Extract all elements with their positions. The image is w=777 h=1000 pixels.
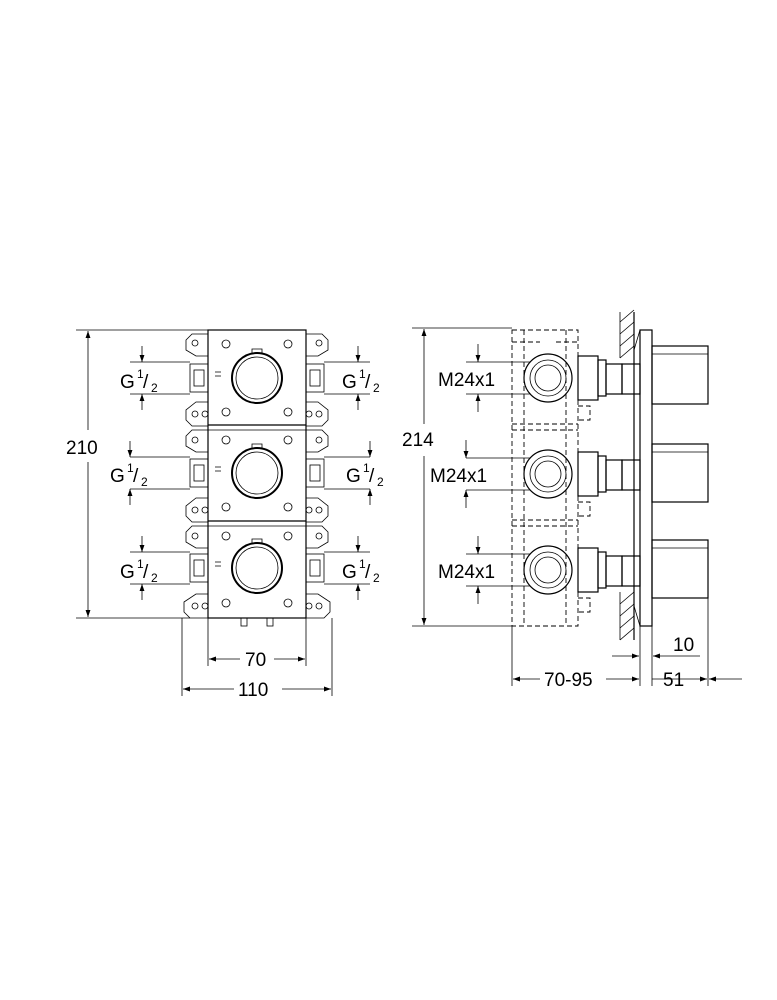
outlet-fitting-middle — [523, 449, 573, 499]
svg-text:1: 1 — [363, 461, 370, 475]
thread-label-left-middle: G 1 / 2 — [110, 461, 148, 489]
side-height-label: 214 — [402, 430, 434, 451]
svg-text:/: / — [369, 466, 375, 487]
thread-label-right-bottom: G 1 / 2 — [342, 557, 380, 585]
svg-text:2: 2 — [373, 571, 380, 585]
svg-text:1: 1 — [137, 557, 144, 571]
valve-stem-middle — [577, 451, 641, 497]
outlet-thread-label-bottom: M24x1 — [438, 562, 495, 583]
svg-text:2: 2 — [377, 475, 384, 489]
front-view: G 1 / 2 G 1 / 2 G 1 / 2 G 1 / 2 G 1 / 2 — [66, 329, 384, 701]
hidden-box-outline — [511, 329, 591, 627]
thread-label-right-top: G 1 / 2 — [342, 367, 380, 395]
wall-section — [619, 309, 635, 641]
handle-middle — [651, 443, 709, 503]
dimension-width-110: 110 — [181, 618, 333, 701]
cover-plate — [639, 329, 653, 627]
depth-label: 70-95 — [544, 670, 593, 691]
svg-text:G: G — [120, 562, 135, 583]
outlet-fitting-bottom — [523, 545, 573, 595]
svg-text:/: / — [143, 372, 149, 393]
svg-text:/: / — [133, 466, 139, 487]
outer-width-label: 110 — [238, 680, 268, 701]
outlet-thread-label-top: M24x1 — [438, 370, 495, 391]
svg-text:G: G — [346, 466, 361, 487]
projection-label: 51 — [663, 670, 684, 691]
valve-opening-top — [221, 339, 293, 417]
svg-text:1: 1 — [127, 461, 134, 475]
handle-top — [651, 345, 709, 405]
dimension-plate-10: 10 — [612, 626, 700, 686]
svg-text:G: G — [342, 562, 357, 583]
svg-text:/: / — [365, 372, 371, 393]
left-mounting-brackets — [183, 333, 209, 619]
thread-label-left-top: G 1 / 2 — [120, 367, 158, 395]
handle-bottom — [651, 539, 709, 599]
svg-text:G: G — [110, 466, 125, 487]
svg-text:G: G — [342, 372, 357, 393]
dimension-width-70: 70 — [207, 618, 307, 671]
right-mounting-brackets — [305, 333, 331, 619]
valve-opening-middle — [221, 435, 293, 512]
valve-stem-top — [577, 355, 641, 401]
outlet-thread-label-middle: M24x1 — [430, 466, 487, 487]
svg-text:1: 1 — [137, 367, 144, 381]
box-body — [207, 329, 307, 619]
thread-label-left-bottom: G 1 / 2 — [120, 557, 158, 585]
valve-stem-bottom — [577, 547, 641, 593]
svg-text:G: G — [120, 372, 135, 393]
outlet-fitting-top — [523, 353, 573, 403]
dimension-projection-51: 51 — [652, 598, 742, 691]
dimension-height-210: 210 — [66, 329, 208, 619]
thread-label-right-middle: G 1 / 2 — [346, 461, 384, 489]
svg-text:2: 2 — [373, 381, 380, 395]
side-view: M24x1 M24x1 M24x1 214 70-95 10 — [402, 309, 742, 691]
svg-text:/: / — [143, 562, 149, 583]
height-label: 210 — [66, 438, 98, 459]
dimension-depth-70-95: 70-95 — [511, 600, 641, 691]
svg-text:2: 2 — [141, 475, 148, 489]
svg-text:2: 2 — [151, 381, 158, 395]
svg-text:/: / — [365, 562, 371, 583]
svg-text:2: 2 — [151, 571, 158, 585]
valve-opening-bottom — [221, 531, 293, 608]
plate-label: 10 — [673, 635, 694, 656]
svg-text:1: 1 — [359, 367, 366, 381]
dimension-height-214: 214 — [402, 327, 512, 627]
svg-text:1: 1 — [359, 557, 366, 571]
inner-width-label: 70 — [245, 650, 266, 671]
